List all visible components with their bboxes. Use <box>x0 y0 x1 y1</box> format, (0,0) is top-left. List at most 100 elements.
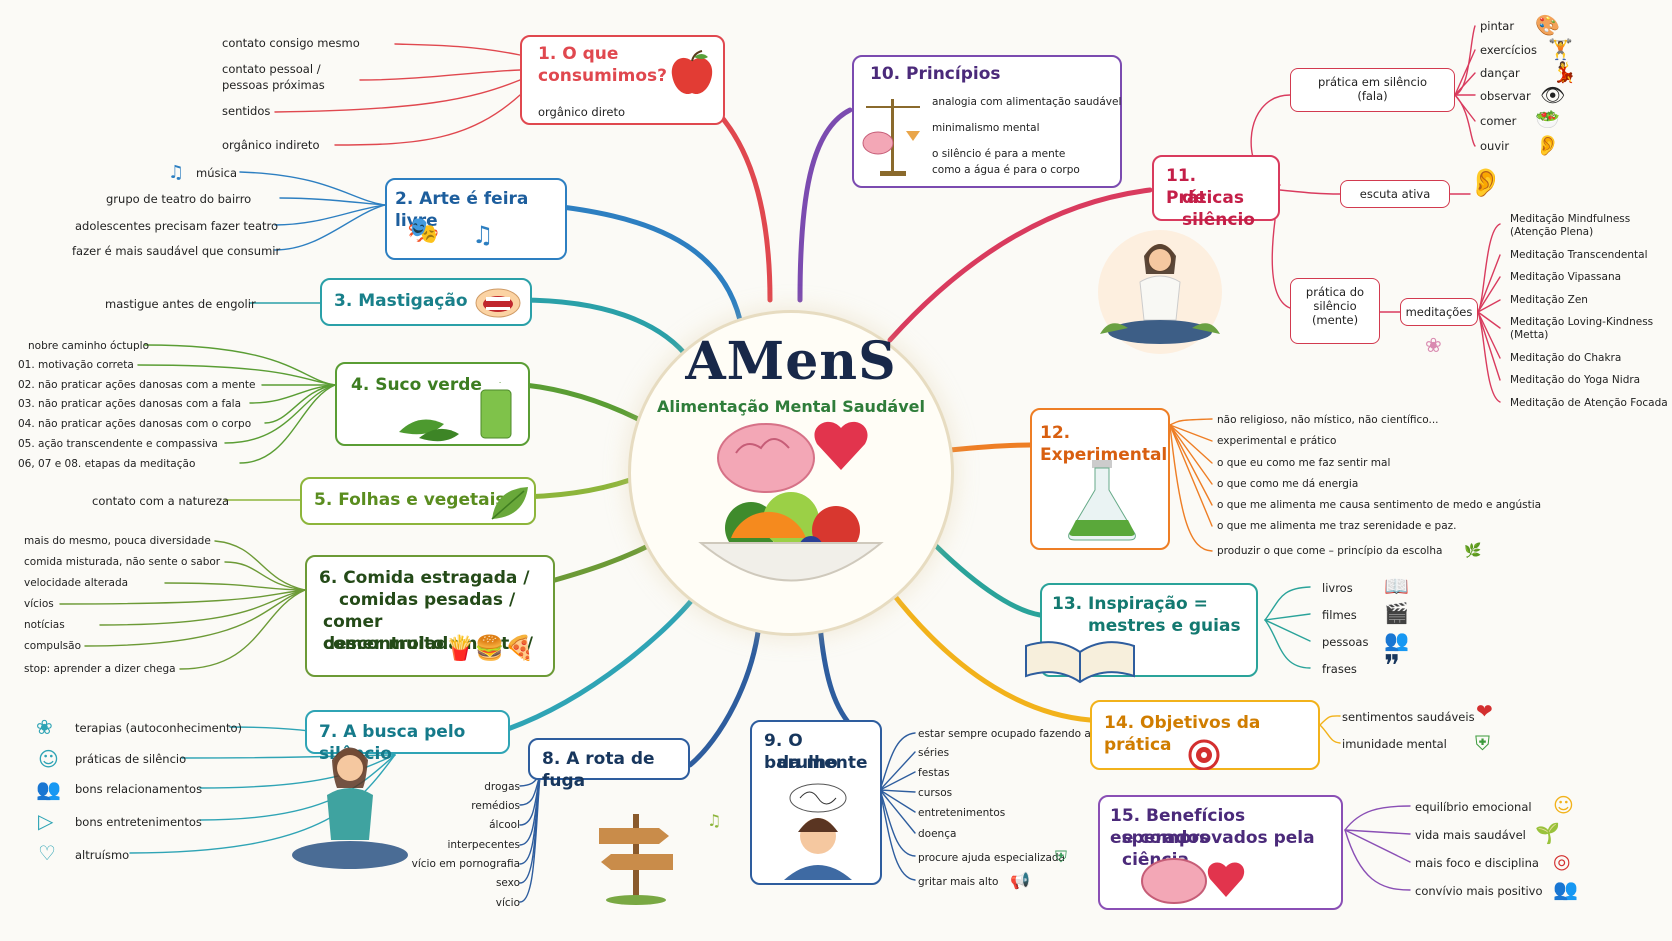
box-6-title-0: 6. Comida estragada / <box>319 568 530 588</box>
branch-box-7: 7. A busca pelo silêncio <box>305 710 510 764</box>
b6-item-1: comida misturada, não sente o sabor <box>24 556 221 568</box>
b4-item-4: 04. não praticar ações danosas com o cor… <box>18 418 252 430</box>
box-4-title: 4. Suco verde <box>351 375 482 395</box>
music-note-small-icon: ♫ <box>707 811 722 830</box>
sprout-icon: 🌱 <box>1535 821 1560 845</box>
b12-item-3: o que como me dá energia <box>1217 478 1359 490</box>
b4-item-5: 05. ação transcendente e compassiva <box>18 438 218 450</box>
b6-item-3: vícios <box>24 598 54 610</box>
b13-item-2: pessoas <box>1322 635 1369 649</box>
box-3-title: 3. Mastigação <box>334 291 468 311</box>
b13-item-1: filmes <box>1322 608 1357 622</box>
box-10-title: 10. Princípios <box>870 64 1001 84</box>
b1-item-3: sentidos <box>222 104 271 118</box>
b4-item-1: 01. motivação correta <box>18 359 134 371</box>
b12-item-0: não religioso, não místico, não científi… <box>1217 414 1439 426</box>
shield-check-icon: ⛨ <box>1475 731 1490 755</box>
pratica-fala-line2: (fala) <box>1357 89 1388 103</box>
box-13-title-line2: mestres e guias <box>1088 616 1241 636</box>
b11-fala-item-5: ouvir <box>1480 139 1510 153</box>
branch-box-15: 15. Benefícios esperados e comprovados p… <box>1098 795 1343 910</box>
b9-item-7: gritar mais alto <box>918 876 999 888</box>
open-book-icon <box>1025 641 1135 684</box>
meditacoes-node: meditações <box>1400 298 1478 326</box>
branch-14 <box>887 587 1093 723</box>
b15-item-0: equilíbrio emocional <box>1415 800 1532 814</box>
b11-fala-item-2: dançar <box>1480 66 1520 80</box>
b6-item-4: notícias <box>24 619 65 631</box>
branch-10 <box>797 107 853 303</box>
branch-box-11: 11. Práticas de silêncio <box>1152 155 1280 230</box>
head-icon: ☺ <box>38 747 59 771</box>
branch-8 <box>687 612 763 768</box>
branch-box-4: 4. Suco verde <box>335 362 530 446</box>
dumbbell-icon: 🏋 <box>1548 37 1573 61</box>
b11-med-7: Meditação do Chakra <box>1510 352 1622 364</box>
b12-item-1: experimental e prático <box>1217 435 1337 447</box>
box-5-title: 5. Folhas e vegetais <box>314 490 506 510</box>
branch-box-8: 8. A rota de fuga <box>528 738 690 791</box>
pratica-mente-line3: (mente) <box>1311 313 1359 327</box>
b9-item-2: festas <box>918 767 950 779</box>
b4-item-3: 03. não praticar ações danosas com a fal… <box>18 398 242 410</box>
food-bowl-icon: 🥗 <box>1535 107 1560 131</box>
box-14-title: 14. Objetivos da prática <box>1104 713 1261 755</box>
stressed-person-icon <box>784 783 852 880</box>
lotus-flower-icon: ❀ <box>1425 333 1442 357</box>
box-12-title: 12. Experimental <box>1040 423 1168 465</box>
meditating-woman-illustration <box>292 747 408 869</box>
lotus-icon: ❀ <box>36 715 53 739</box>
branch-box-5: 5. Folhas e vegetais <box>300 477 536 525</box>
b9-item-4: entretenimentos <box>918 807 1006 819</box>
b11-fala-item-4: comer <box>1480 114 1517 128</box>
b1-item-1: contato pessoal / <box>222 62 321 76</box>
megaphone-icon: 📢 <box>1010 871 1030 890</box>
flask-icon <box>1068 460 1136 541</box>
center-title: AMenS <box>685 331 897 392</box>
b7-item-2: bons relacionamentos <box>75 782 203 796</box>
b15-item-1: vida mais saudável <box>1415 828 1526 842</box>
branch-box-10: 10. Princípios analogia com alimentação … <box>852 55 1122 188</box>
branch-2 <box>542 202 743 323</box>
b11-med-1: (Atenção Plena) <box>1510 226 1594 238</box>
box-1-title-line1: 1. O que <box>538 44 619 64</box>
branch-13 <box>927 537 1043 618</box>
box-15-title-line1: 15. Benefícios esperados <box>1110 806 1246 848</box>
box-6-title-1: comidas pesadas / <box>339 590 516 610</box>
branch-9 <box>817 622 858 733</box>
b12-item-4: o que me alimenta me causa sentimento de… <box>1217 499 1542 511</box>
fast-food-icon: 🍟🍔🍕 <box>445 634 535 662</box>
meditating-figure-illustration <box>1098 230 1222 354</box>
b4-item-0: nobre caminho óctuplo <box>28 340 150 352</box>
dance-icon: 💃 <box>1552 60 1577 84</box>
pratica-mente-line2: silêncio <box>1313 299 1357 313</box>
b8-item-3: interpecentes <box>447 839 520 851</box>
branch-box-6: 6. Comida estragada / comidas pesadas / … <box>305 555 555 677</box>
b8-item-4: vício em pornografia <box>411 858 520 870</box>
b11-med-8: Meditação do Yoga Nidra <box>1510 374 1641 386</box>
branch-4 <box>522 382 643 423</box>
branch-3 <box>517 297 693 363</box>
scale-brain-icon <box>862 99 920 176</box>
apple-icon <box>671 50 713 95</box>
branch-1 <box>697 92 773 303</box>
group-icon: 👥 <box>1553 877 1578 901</box>
escuta-ativa-node: escuta ativa <box>1340 180 1450 208</box>
meditacoes-label: meditações <box>1405 305 1473 319</box>
b7-item-0: terapias (autoconhecimento) <box>75 721 243 735</box>
b6-item-5: compulsão <box>24 640 81 652</box>
b9-item-3: cursos <box>918 787 953 799</box>
branch-box-3: 3. Mastigação <box>320 278 532 326</box>
smiley-icon: ☺ <box>1553 793 1574 817</box>
people-small-icon: 👥 <box>1384 628 1409 652</box>
shield-icon: ⛨ <box>1055 847 1068 866</box>
branch-box-9: 9. O barulho da mente <box>750 720 882 885</box>
brain-heart-icon <box>1141 858 1245 904</box>
b9-item-6: procure ajuda especializada <box>918 852 1065 864</box>
b4-item-6: 06, 07 e 08. etapas da meditação <box>18 458 196 470</box>
target-icon <box>1188 739 1220 770</box>
box-9-title-line1: 9. O barulho <box>764 731 838 773</box>
box-11-title-line2: de silêncio <box>1182 188 1255 230</box>
pratica-mente-line1: prática do <box>1305 285 1365 299</box>
